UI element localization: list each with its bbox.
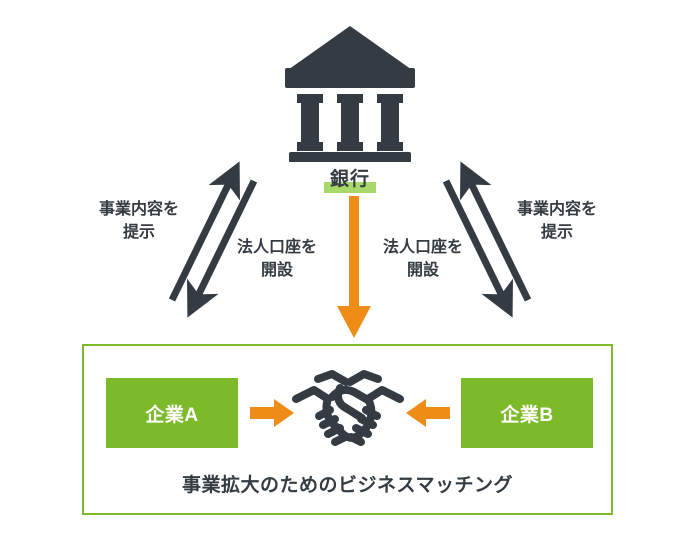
company-a-box: 企業A — [106, 378, 238, 448]
flow-label-right-outer-line1: 事業内容を — [516, 201, 597, 218]
matching-caption: 事業拡大のためのビジネスマッチング — [182, 475, 513, 496]
flow-label-right-inner-line2: 開設 — [406, 262, 439, 280]
flow-label-left-inner: 法人口座を 開設 — [222, 236, 332, 282]
flow-label-left-outer-line1: 事業内容を — [98, 201, 179, 218]
flow-label-left-inner-line1: 法人口座を — [236, 239, 317, 256]
flow-label-left-inner-line2: 開設 — [260, 262, 293, 280]
flow-label-right-inner: 法人口座を 開設 — [368, 236, 478, 282]
right-arrow-icon — [250, 398, 294, 428]
bank-building-icon — [283, 24, 417, 164]
flow-label-right-inner-line1: 法人口座を — [382, 239, 463, 256]
bank-label-highlight — [324, 182, 376, 193]
bank-label-text: 銀行 — [329, 169, 370, 190]
company-b-box: 企業B — [461, 378, 593, 448]
flow-label-left-outer: 事業内容を 提示 — [84, 198, 194, 244]
flow-label-right-outer-line2: 提示 — [540, 224, 573, 242]
left-arrow-icon — [406, 398, 450, 428]
company-a-label: 企業A — [145, 404, 199, 426]
flow-label-left-outer-line2: 提示 — [122, 224, 155, 242]
company-b-label: 企業B — [500, 404, 554, 426]
bank-label: 銀行 — [300, 168, 400, 198]
handshake-icon — [288, 366, 408, 460]
flow-label-right-outer: 事業内容を 提示 — [502, 198, 612, 244]
down-arrow-icon — [333, 196, 375, 340]
